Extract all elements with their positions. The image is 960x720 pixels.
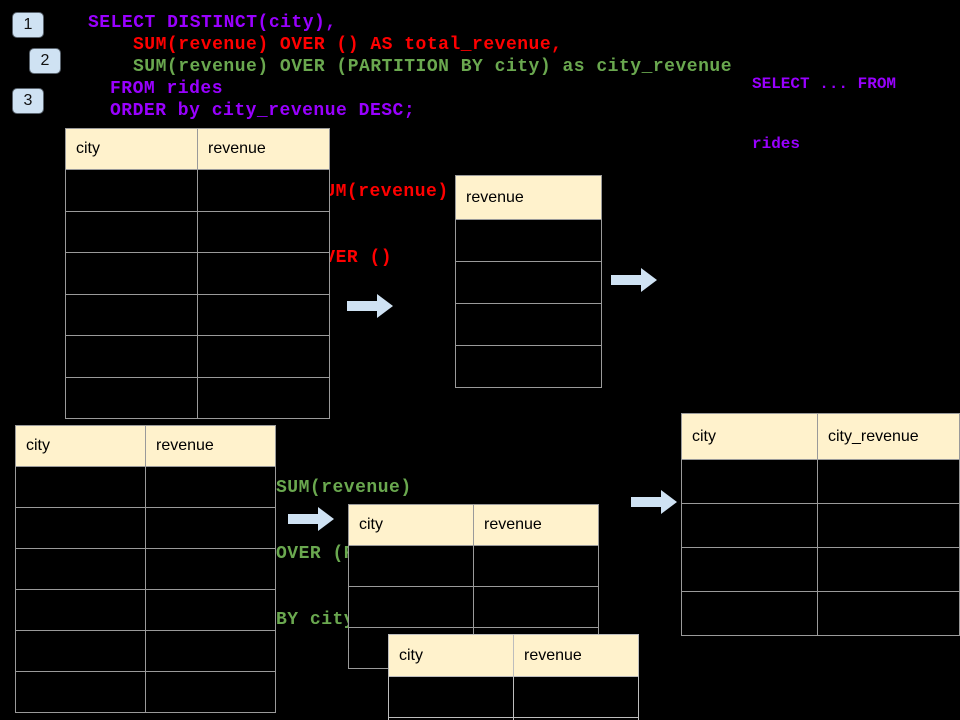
sql-line-sum-partition: SUM(revenue) OVER (PARTITION BY city) as…	[133, 57, 732, 77]
column-header-revenue: revenue	[473, 504, 599, 546]
table-row	[681, 503, 960, 548]
table-header-row: city revenue	[388, 634, 639, 677]
table-header-row: city revenue	[65, 128, 330, 170]
table-header-row: city revenue	[348, 504, 599, 546]
table-rides-source-bottom: city revenue	[15, 425, 276, 713]
right-arrow-icon	[631, 490, 677, 514]
table-row	[681, 591, 960, 636]
total-revenue-window-label: SUM(revenue) OVER ()	[313, 137, 449, 291]
side-note-line1: SELECT ... FROM	[752, 75, 897, 93]
table-row	[15, 548, 276, 590]
table-row	[65, 335, 330, 378]
table-row	[455, 219, 602, 262]
label-total-line2: OVER ()	[313, 248, 393, 268]
table-row	[65, 169, 330, 212]
side-note-line2: rides	[752, 135, 801, 153]
table-row	[65, 252, 330, 295]
table-row	[348, 586, 599, 628]
table-rides-source-top: city revenue	[65, 128, 330, 419]
table-row	[65, 293, 330, 336]
column-header-city: city	[388, 634, 514, 677]
column-header-revenue: revenue	[455, 175, 602, 220]
table-row	[348, 545, 599, 587]
label-total-line1: SUM(revenue)	[313, 182, 449, 202]
table-row	[388, 676, 639, 718]
table-row	[15, 630, 276, 672]
sql-line-sum-over: SUM(revenue) OVER () AS total_revenue,	[133, 35, 563, 55]
column-header-city: city	[65, 128, 198, 170]
table-row	[388, 717, 639, 720]
table-header-row: city revenue	[15, 425, 276, 467]
sql-line-order-by: ORDER by city_revenue DESC;	[110, 101, 416, 121]
table-row	[455, 261, 602, 304]
select-from-rides-note: SELECT ... FROM rides	[752, 34, 896, 174]
table-header-row: revenue	[455, 175, 602, 220]
right-arrow-icon	[347, 294, 393, 318]
table-row	[15, 507, 276, 549]
table-city-revenue-result: city city_revenue	[681, 413, 960, 636]
label-partition-line1: SUM(revenue)	[276, 478, 412, 498]
table-row	[65, 376, 330, 419]
column-header-revenue: revenue	[145, 425, 276, 467]
step-badge-3: 3	[12, 88, 44, 114]
sql-line-select: SELECT DISTINCT(city),	[88, 13, 337, 33]
table-row	[15, 589, 276, 631]
column-header-city: city	[15, 425, 146, 467]
column-header-city: city	[681, 413, 818, 460]
right-arrow-icon	[288, 507, 334, 531]
column-header-city: city	[348, 504, 474, 546]
table-partition-group-front: city revenue	[388, 634, 639, 720]
table-row	[681, 547, 960, 592]
table-row	[65, 210, 330, 253]
step-badge-2: 2	[29, 48, 61, 74]
table-row	[15, 671, 276, 713]
table-row	[455, 303, 602, 346]
table-row	[681, 459, 960, 504]
table-total-revenue-result: revenue	[455, 175, 602, 388]
column-header-revenue: revenue	[513, 634, 639, 677]
table-row	[455, 345, 602, 388]
sql-line-from: FROM rides	[110, 79, 224, 99]
right-arrow-icon	[611, 268, 657, 292]
table-header-row: city city_revenue	[681, 413, 960, 460]
table-row	[15, 466, 276, 508]
column-header-city-revenue: city_revenue	[816, 413, 960, 460]
column-header-revenue: revenue	[197, 128, 330, 170]
step-badge-1: 1	[12, 12, 44, 38]
